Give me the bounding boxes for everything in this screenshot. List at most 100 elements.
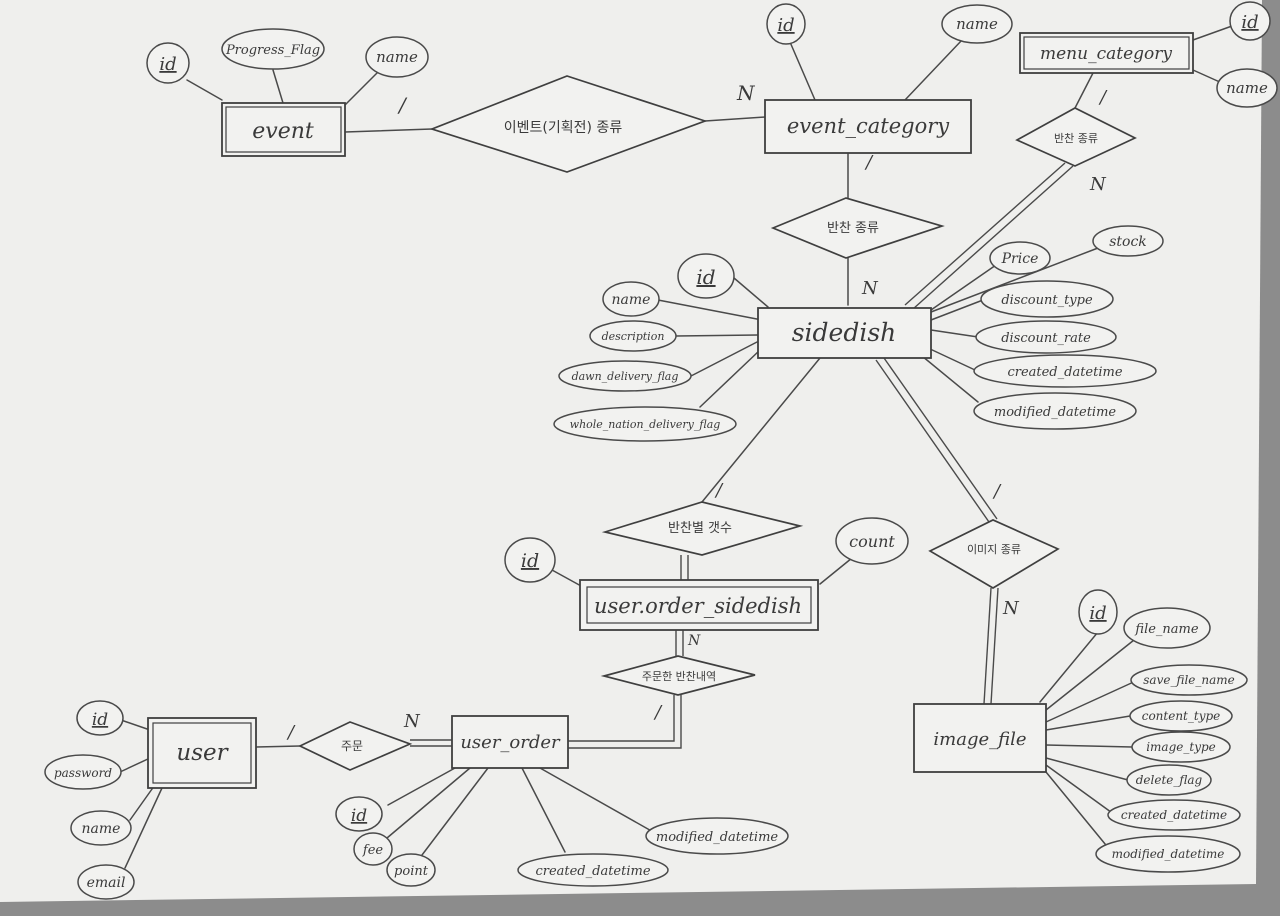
attr-user-order-modified-datetime[interactable]: modified_datetime [645, 817, 789, 855]
attr-user-order-created-datetime[interactable]: created_datetime [517, 853, 669, 887]
svg-text:delete_flag: delete_flag [1136, 773, 1203, 787]
entity-image-file[interactable]: image_file [913, 703, 1047, 773]
cardinality-many: N [736, 81, 756, 105]
cardinality-one: / [397, 93, 408, 117]
attr-sidedish-discount-rate[interactable]: discount_rate [975, 320, 1117, 354]
svg-text:count: count [849, 532, 895, 551]
svg-text:save_file_name: save_file_name [1143, 673, 1235, 687]
attr-image-file-delete-flag[interactable]: delete_flag [1126, 764, 1212, 796]
svg-text:stock: stock [1109, 234, 1147, 250]
svg-text:created_datetime: created_datetime [1121, 808, 1227, 822]
entity-sidedish[interactable]: sidedish [757, 307, 932, 359]
attr-image-file-save-file-name[interactable]: save_file_name [1130, 664, 1248, 696]
relationship-order-order-sidedish[interactable]: 주문한 반찬내역 [600, 655, 756, 696]
relationship-sidedish-order-sidedish[interactable]: 반찬별 갯수 [601, 501, 804, 556]
attr-user-password[interactable]: password [44, 754, 122, 790]
svg-text:name: name [376, 48, 418, 66]
entity-label: menu_category [1040, 44, 1172, 64]
relationship-sidedish-image[interactable]: 이미지 종류 [928, 519, 1060, 589]
attr-event-progress-flag[interactable]: Progress_Flag [221, 28, 325, 70]
attr-sidedish-modified-datetime[interactable]: modified_datetime [973, 392, 1137, 430]
entity-user[interactable]: user [147, 717, 257, 789]
attr-sidedish-price[interactable]: Price [989, 241, 1051, 275]
attr-image-file-created-datetime[interactable]: created_datetime [1107, 799, 1241, 831]
svg-text:Price: Price [1001, 251, 1039, 267]
relationship-label: 주문 [341, 739, 363, 753]
entity-menu-category[interactable]: menu_category [1019, 32, 1194, 74]
svg-text:whole_nation_delivery_flag: whole_nation_delivery_flag [570, 418, 721, 431]
attr-image-file-content-type[interactable]: content_type [1129, 700, 1233, 732]
attr-user-order-id[interactable]: id [335, 796, 383, 832]
attr-image-file-id[interactable]: id [1078, 589, 1118, 635]
attr-user-order-point[interactable]: point [386, 853, 436, 887]
attr-user-id[interactable]: id [76, 700, 124, 736]
entity-label: user_order [460, 732, 561, 753]
relationship-label: 이벤트(기획전) 종류 [504, 120, 623, 136]
relationship-menu-sidedish[interactable]: 반찬 종류 [1015, 107, 1137, 167]
attr-sidedish-description[interactable]: description [589, 320, 677, 352]
svg-text:discount_rate: discount_rate [1001, 331, 1091, 346]
svg-text:id: id [777, 15, 794, 36]
attr-menu-category-name[interactable]: name [1216, 68, 1278, 108]
svg-text:id: id [92, 710, 108, 730]
svg-text:name: name [612, 292, 651, 308]
svg-text:id: id [159, 54, 176, 75]
attr-sidedish-id[interactable]: id [677, 253, 735, 299]
attr-sidedish-name[interactable]: name [602, 281, 660, 317]
entity-label: event_category [787, 114, 950, 138]
attr-event-category-name[interactable]: name [941, 4, 1013, 44]
attr-event-name[interactable]: name [365, 36, 429, 78]
relationship-event-category[interactable]: 이벤트(기획전) 종류 [429, 75, 708, 173]
svg-text:email: email [87, 875, 126, 891]
connection-lines [119, 25, 1233, 869]
cardinality-many: N [403, 711, 421, 732]
svg-text:file_name: file_name [1134, 622, 1198, 637]
relationship-label: 이미지 종류 [967, 543, 1021, 556]
attr-image-file-modified-datetime[interactable]: modified_datetime [1095, 835, 1241, 873]
svg-text:name: name [956, 15, 998, 33]
attr-event-category-id[interactable]: id [766, 3, 806, 45]
cardinality-marks: / N / / N N / / N / / N N [286, 81, 1108, 743]
cardinality-many: N [1002, 598, 1020, 619]
svg-text:Progress_Flag: Progress_Flag [225, 43, 320, 58]
attr-image-file-file-name[interactable]: file_name [1123, 607, 1211, 649]
attr-sidedish-created-datetime[interactable]: created_datetime [973, 354, 1157, 388]
cardinality-many: N [1089, 174, 1107, 195]
attr-user-order-fee[interactable]: fee [353, 832, 393, 866]
attr-event-id[interactable]: id [146, 42, 190, 84]
cardinality-one: / [864, 152, 874, 173]
attr-sidedish-whole-nation-delivery-flag[interactable]: whole_nation_delivery_flag [553, 406, 737, 442]
svg-text:point: point [394, 864, 429, 879]
entity-event[interactable]: event [221, 102, 346, 157]
entity-event-category[interactable]: event_category [764, 99, 972, 154]
entity-user-order-sidedish[interactable]: user.order_sidedish [579, 579, 819, 631]
svg-text:modified_datetime: modified_datetime [1112, 847, 1225, 861]
attr-image-file-image-type[interactable]: image_type [1131, 731, 1231, 763]
attr-user-email[interactable]: email [77, 864, 135, 900]
svg-text:description: description [602, 330, 665, 343]
svg-text:id: id [1241, 12, 1258, 33]
svg-text:modified_datetime: modified_datetime [656, 830, 779, 845]
attr-order-sidedish-id[interactable]: id [504, 537, 556, 583]
attr-menu-category-id[interactable]: id [1229, 1, 1271, 41]
svg-text:id: id [351, 806, 367, 826]
relationship-user-order[interactable]: 주문 [298, 721, 413, 771]
cardinality-many: N [687, 633, 701, 649]
entity-user-order[interactable]: user_order [451, 715, 569, 769]
attr-sidedish-dawn-delivery-flag[interactable]: dawn_delivery_flag [558, 360, 692, 392]
cardinality-one: / [992, 481, 1002, 502]
attr-order-sidedish-count[interactable]: count [835, 517, 909, 565]
entity-label: image_file [933, 729, 1026, 750]
cardinality-one: / [1098, 87, 1108, 108]
attr-sidedish-discount-type[interactable]: discount_type [980, 280, 1114, 318]
relationship-category-sidedish[interactable]: 반찬 종류 [770, 197, 945, 259]
relationship-label: 반찬별 갯수 [668, 521, 732, 536]
entity-label: user.order_sidedish [594, 594, 802, 618]
svg-text:dawn_delivery_flag: dawn_delivery_flag [572, 370, 679, 383]
attr-user-name[interactable]: name [70, 810, 132, 846]
svg-text:content_type: content_type [1142, 709, 1221, 723]
svg-text:password: password [54, 766, 112, 780]
svg-text:discount_type: discount_type [1001, 293, 1093, 308]
attr-sidedish-stock[interactable]: stock [1092, 225, 1164, 257]
